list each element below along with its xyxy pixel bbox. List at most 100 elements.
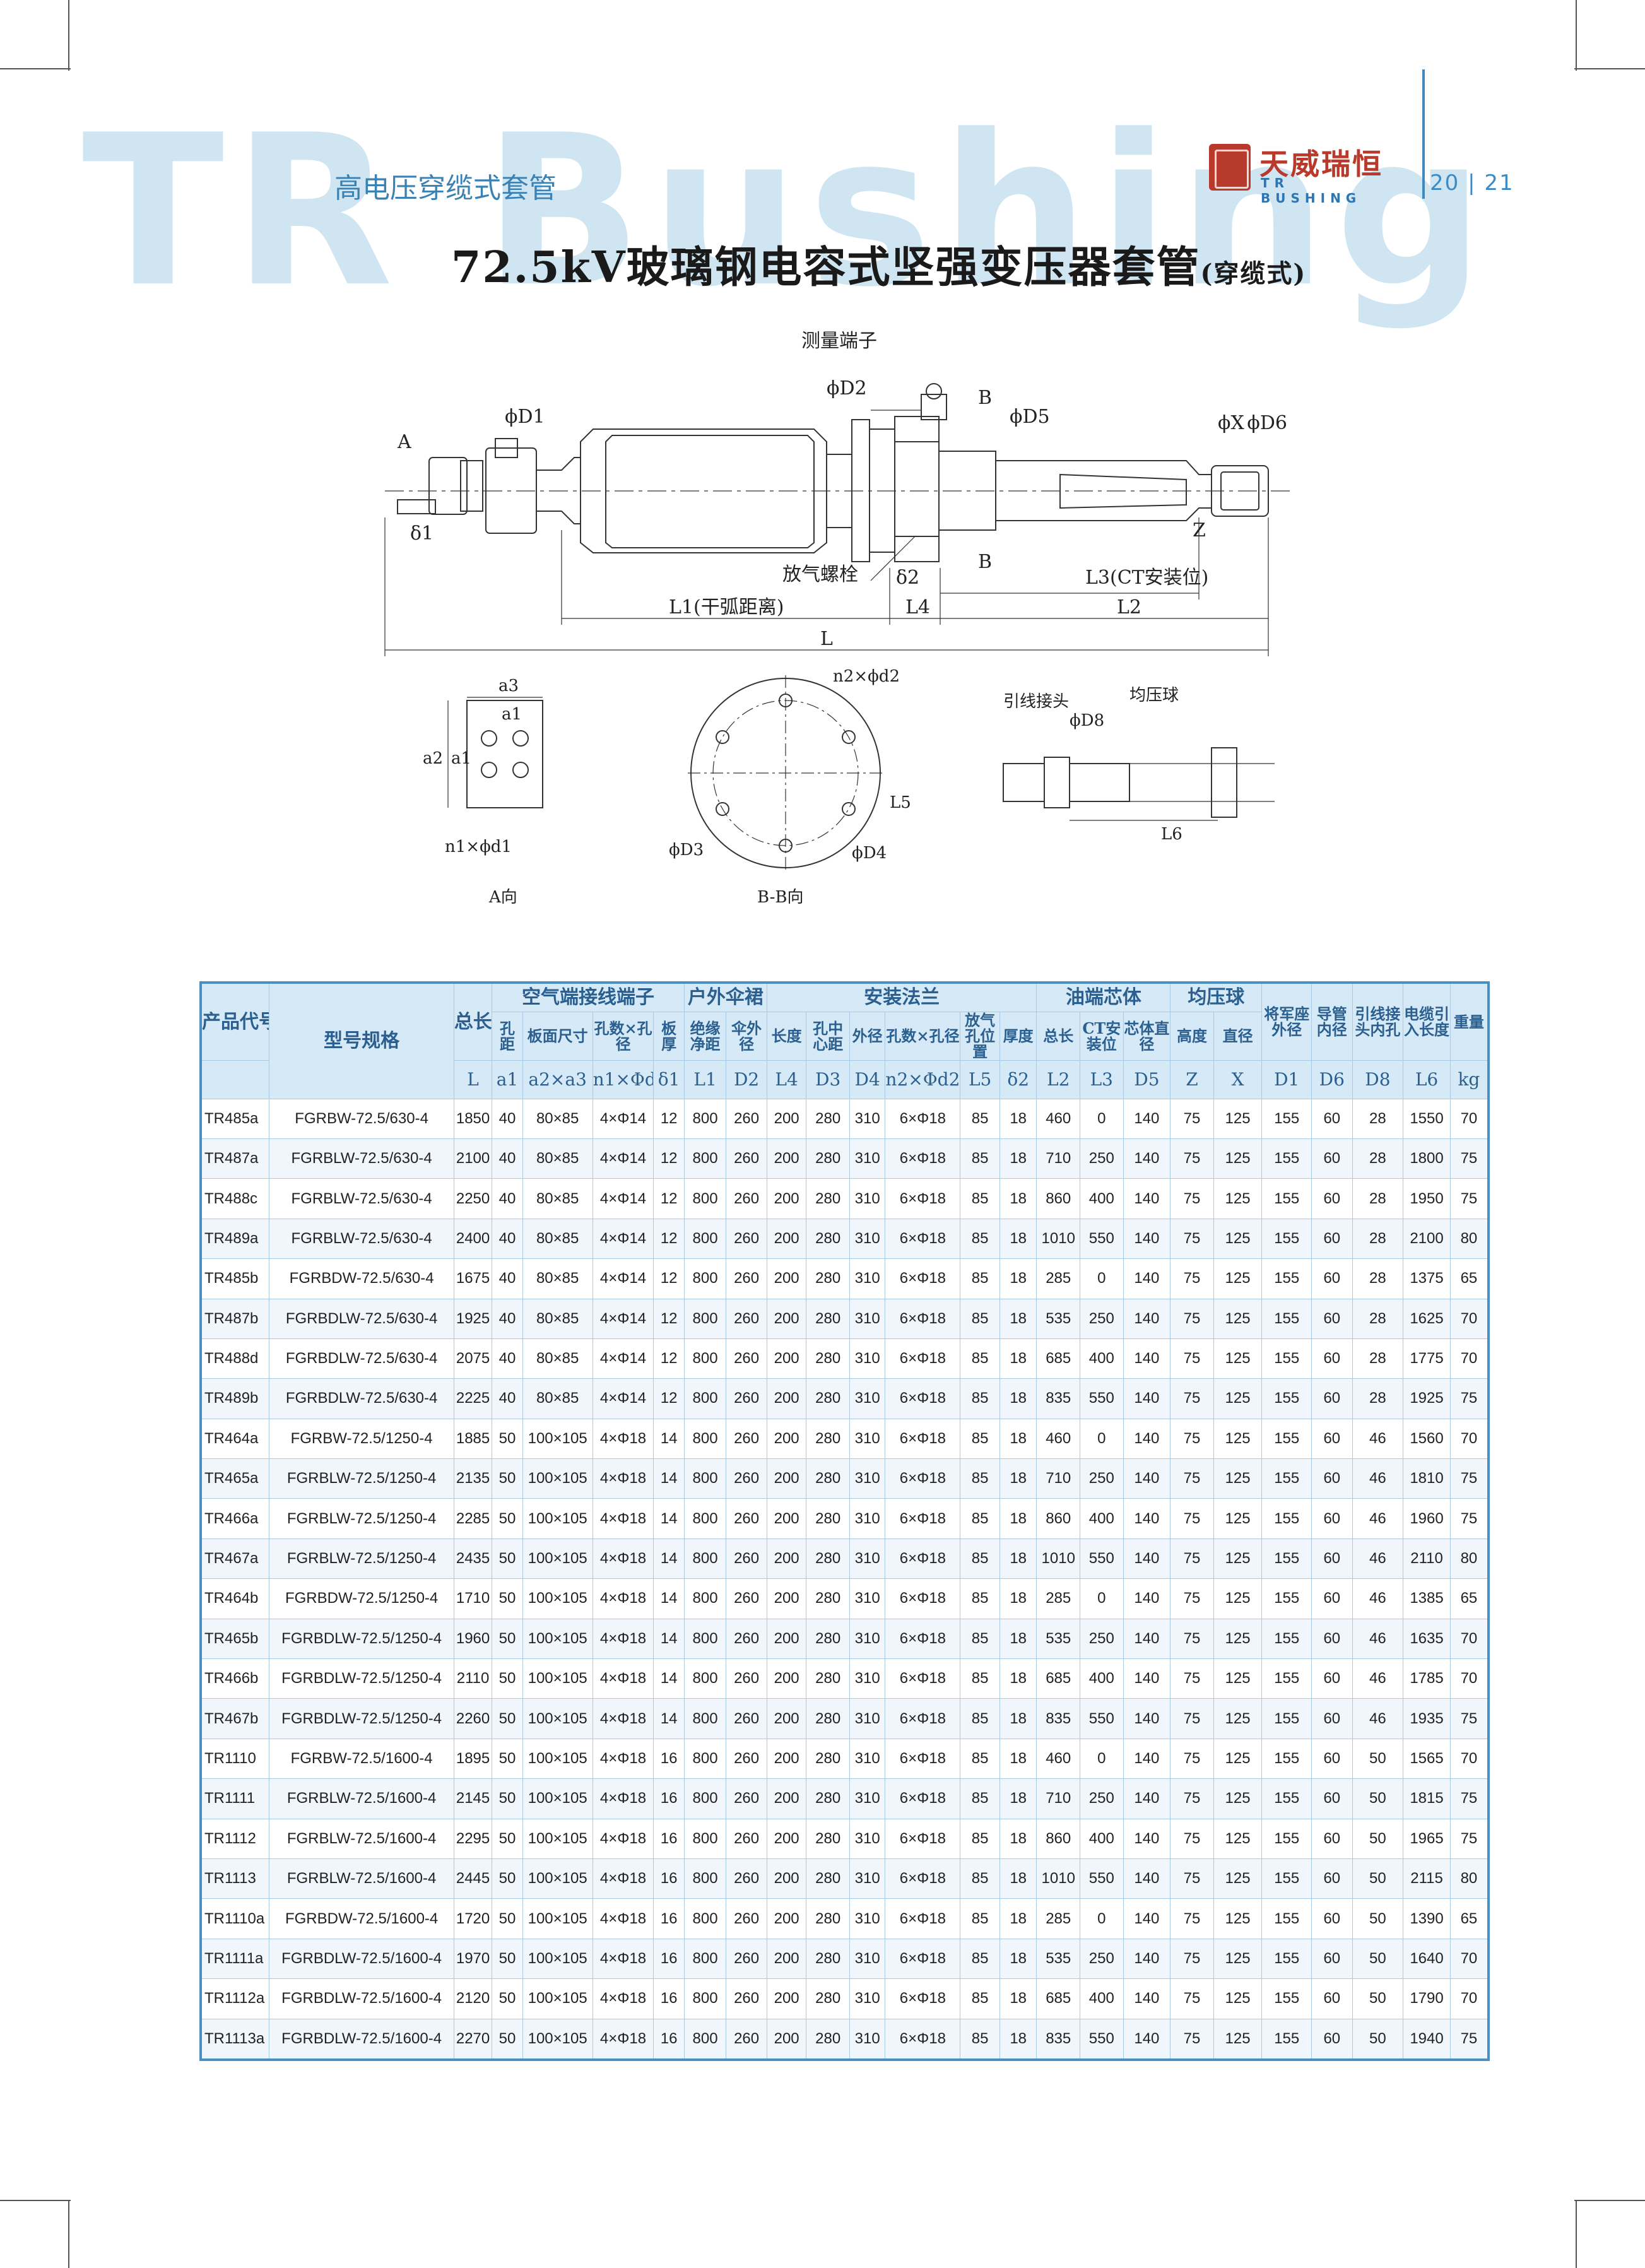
table-cell: 18 — [999, 1898, 1037, 1939]
table-cell: 280 — [806, 1138, 850, 1179]
table-cell: 710 — [1036, 1138, 1081, 1179]
table-cell: 800 — [683, 1738, 727, 1780]
table-cell: 60 — [1311, 1978, 1353, 2019]
table-cell: 1970 — [453, 1938, 493, 1980]
table-cell: 125 — [1213, 1538, 1263, 1580]
table-cell: 1775 — [1403, 1338, 1451, 1379]
table-cell: 310 — [849, 1698, 886, 1739]
table-cell: 85 — [960, 1138, 1000, 1179]
table-cell: 280 — [806, 1538, 850, 1580]
table-cell: 835 — [1036, 1378, 1081, 1419]
table-cell: 70 — [1449, 1938, 1489, 1980]
table-cell: 835 — [1036, 2018, 1081, 2060]
table-cell: 60 — [1311, 1258, 1353, 1299]
table-cell: 200 — [766, 1698, 807, 1739]
table-cell: 155 — [1261, 1098, 1312, 1139]
table-cell: 50 — [1352, 1858, 1404, 1899]
table-cell: 4×Φ18 — [592, 1418, 654, 1460]
table-cell: 140 — [1123, 1698, 1171, 1739]
table-cell: 260 — [726, 1138, 767, 1179]
table-cell: 12 — [653, 1378, 685, 1419]
table-cell: 85 — [960, 1938, 1000, 1980]
table-cell: 75 — [1449, 1458, 1489, 1499]
table-cell: 75 — [1170, 1378, 1214, 1419]
table-cell: 2225 — [453, 1378, 493, 1419]
table-cell: 155 — [1261, 1418, 1312, 1460]
label-delta1: δ1 — [410, 523, 433, 545]
th-symbol: L5 — [960, 1060, 1000, 1099]
table-cell: 50 — [1352, 1898, 1404, 1939]
title-suffix: (穿缆式) — [1200, 259, 1307, 288]
table-cell: 280 — [806, 1218, 850, 1260]
table-cell: 1010 — [1036, 1538, 1081, 1580]
table-cell: TR485a — [200, 1098, 270, 1139]
table-cell: 0 — [1080, 1738, 1124, 1780]
table-cell: 0 — [1080, 1258, 1124, 1299]
table-cell: 125 — [1213, 1098, 1263, 1139]
th-tube-id: 导管内径 — [1311, 982, 1353, 1061]
table-cell: 100×105 — [522, 1778, 593, 1819]
th-air-terminal: 空气端接线端子 — [492, 982, 685, 1012]
table-cell: TR464b — [200, 1578, 270, 1619]
table-cell: 16 — [653, 1938, 685, 1980]
table-cell: 685 — [1036, 1658, 1081, 1699]
table-cell: 800 — [683, 1578, 727, 1619]
th-subhead: 板面尺寸 — [522, 1012, 593, 1061]
table-cell: 400 — [1080, 1498, 1124, 1539]
table-cell: 400 — [1080, 1338, 1124, 1379]
table-cell: 50 — [492, 1578, 523, 1619]
table-cell: 310 — [849, 1178, 886, 1219]
table-cell: 400 — [1080, 1658, 1124, 1699]
table-cell: 2110 — [1403, 1538, 1451, 1580]
table-cell: 260 — [726, 1858, 767, 1899]
table-cell: 280 — [806, 2018, 850, 2060]
table-cell: 85 — [960, 1698, 1000, 1739]
table-cell: 80×85 — [522, 1098, 593, 1139]
table-cell: 140 — [1123, 1298, 1171, 1339]
table-cell: 6×Φ18 — [885, 1698, 961, 1739]
table-cell: 75 — [1170, 1138, 1214, 1179]
table-cell: 200 — [766, 1258, 807, 1299]
th-symbol: D1 — [1261, 1060, 1312, 1099]
table-cell: 85 — [960, 1298, 1000, 1339]
th-subhead: 绝缘净距 — [683, 1012, 727, 1061]
table-cell: TR465b — [200, 1618, 270, 1660]
table-cell: TR1112 — [200, 1818, 270, 1859]
table-cell: 200 — [766, 1538, 807, 1580]
table-cell: 155 — [1261, 1658, 1312, 1699]
table-cell: 285 — [1036, 1578, 1081, 1619]
table-cell: 85 — [960, 1618, 1000, 1660]
table-cell: 1565 — [1403, 1738, 1451, 1780]
table-cell: 75 — [1170, 1858, 1214, 1899]
table-cell: FGRBDW-72.5/1600-4 — [269, 1898, 454, 1939]
table-cell: 800 — [683, 1458, 727, 1499]
table-cell: 155 — [1261, 1818, 1312, 1859]
label-l2: L2 — [1117, 596, 1141, 618]
label-l6: L6 — [1161, 825, 1182, 844]
table-cell: 6×Φ18 — [885, 1138, 961, 1179]
table-cell: 1960 — [1403, 1498, 1451, 1539]
table-cell: 2260 — [453, 1698, 493, 1739]
table-cell: 2100 — [1403, 1218, 1451, 1260]
table-cell: 260 — [726, 1938, 767, 1980]
table-cell: 16 — [653, 1858, 685, 1899]
table-cell: 70 — [1449, 1338, 1489, 1379]
table-cell: 100×105 — [522, 1458, 593, 1499]
th-subhead: CT安装位 — [1080, 1012, 1124, 1061]
table-cell: 250 — [1080, 1618, 1124, 1660]
page-title: 72.5kV玻璃钢电容式坚强变压器套管(穿缆式) — [451, 232, 1306, 295]
label-l1: L1(干弧距离) — [669, 596, 784, 618]
table-cell: 260 — [726, 1978, 767, 2019]
table-cell: 85 — [960, 1178, 1000, 1219]
table-cell: 12 — [653, 1098, 685, 1139]
table-cell: 6×Φ18 — [885, 1738, 961, 1780]
th-symbol: n1×Φd1 — [592, 1060, 654, 1099]
table-cell: 280 — [806, 1658, 850, 1699]
table-cell: 85 — [960, 1458, 1000, 1499]
table-cell: 1560 — [1403, 1418, 1451, 1460]
table-cell: 50 — [1352, 1978, 1404, 2019]
table-cell: 6×Φ18 — [885, 1658, 961, 1699]
table-cell: 6×Φ18 — [885, 1898, 961, 1939]
